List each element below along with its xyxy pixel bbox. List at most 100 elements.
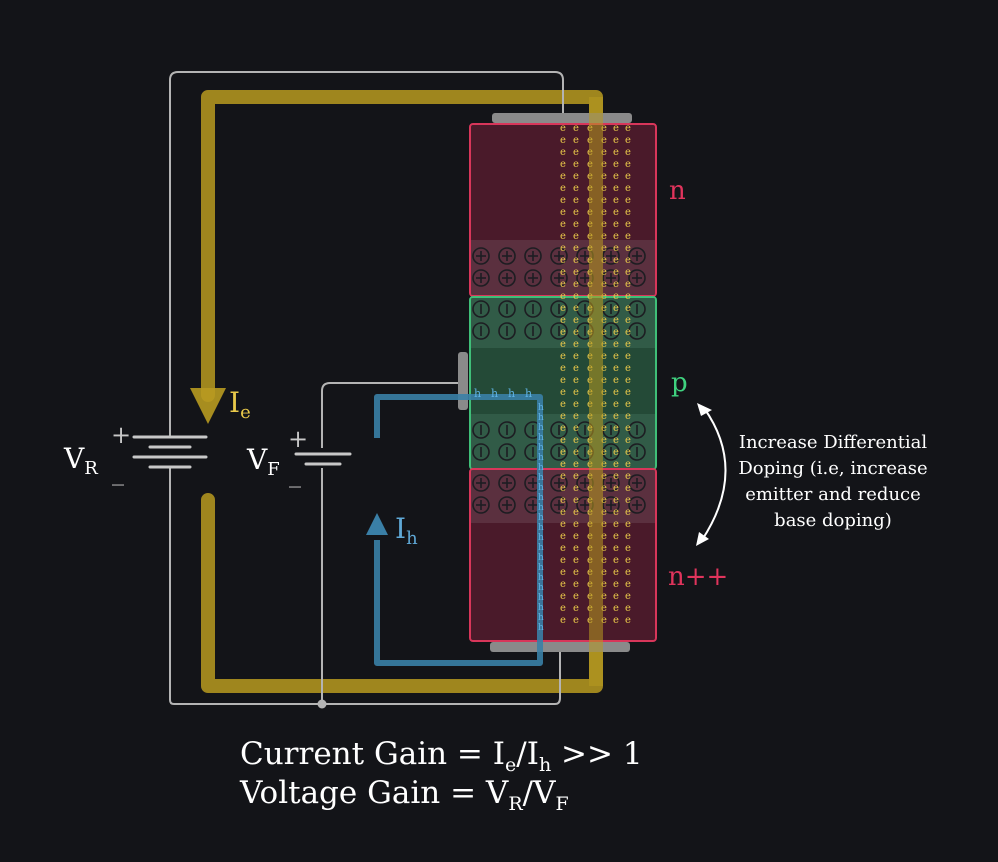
electron: e: [613, 207, 619, 218]
electron: e: [625, 159, 631, 170]
electron: e: [625, 147, 631, 158]
electron: e: [625, 483, 631, 494]
electron: e: [613, 303, 619, 314]
electron: e: [601, 495, 607, 506]
electron: e: [613, 195, 619, 206]
acceptor-ion: [550, 322, 568, 340]
electron: e: [573, 159, 579, 170]
electron: e: [573, 231, 579, 242]
base-current-path: [374, 394, 543, 666]
electron: e: [560, 339, 566, 350]
electron: e: [573, 519, 579, 530]
bottom-contact: [490, 642, 630, 652]
hole: h: [538, 413, 544, 423]
electron: e: [625, 135, 631, 146]
electron: e: [573, 603, 579, 614]
electron: e: [573, 375, 579, 386]
hole: h: [538, 553, 544, 563]
electron: e: [573, 255, 579, 266]
doping-arrowhead-top: [697, 403, 712, 416]
electron: e: [625, 303, 631, 314]
electron: e: [573, 495, 579, 506]
electron: e: [601, 279, 607, 290]
electron: e: [560, 447, 566, 458]
electron: e: [625, 447, 631, 458]
acceptor-ion: [472, 443, 490, 461]
electron: e: [560, 303, 566, 314]
electron: e: [625, 387, 631, 398]
electron: e: [560, 159, 566, 170]
electron: e: [625, 435, 631, 446]
electron: e: [601, 567, 607, 578]
electron: e: [613, 339, 619, 350]
electron: e: [613, 327, 619, 338]
electron: e: [560, 327, 566, 338]
electron: e: [601, 231, 607, 242]
electron: e: [573, 171, 579, 182]
vf-label: VF: [246, 443, 280, 480]
electron: e: [560, 507, 566, 518]
electron: e: [560, 471, 566, 482]
vf-plus: +: [288, 425, 308, 453]
electron: e: [560, 615, 566, 626]
electron: e: [625, 195, 631, 206]
electron: e: [625, 555, 631, 566]
electron: e: [573, 615, 579, 626]
outer-wire-bottom: [169, 467, 561, 705]
hole: h: [538, 403, 544, 413]
base-current-label: Ih: [395, 512, 418, 549]
electron: e: [573, 555, 579, 566]
electron: e: [613, 375, 619, 386]
electron: e: [625, 279, 631, 290]
electron: e: [573, 447, 579, 458]
electron: e: [625, 339, 631, 350]
current-gain-equation: Current Gain = Ie/Ih >> 1: [240, 736, 643, 776]
electron: e: [613, 387, 619, 398]
annotation-line-2: Doping (i.e, increase: [738, 458, 927, 479]
acceptor-ion: [472, 322, 490, 340]
hole: h: [538, 513, 544, 523]
electron: e: [613, 231, 619, 242]
donor-ion: [628, 474, 646, 492]
hole: h: [538, 573, 544, 583]
electron: e: [560, 135, 566, 146]
electron: e: [573, 123, 579, 134]
electron: e: [625, 615, 631, 626]
battery-vf: [294, 452, 352, 466]
electron: e: [625, 543, 631, 554]
doping-arrowhead-bottom: [696, 532, 709, 546]
electron: e: [560, 315, 566, 326]
donor-ion: [524, 269, 542, 287]
acceptor-ion: [628, 443, 646, 461]
donor-ion: [524, 247, 542, 265]
acceptor-ion: [498, 300, 516, 318]
electron: e: [625, 207, 631, 218]
base-current-arrowhead: [366, 513, 388, 535]
electron: e: [613, 603, 619, 614]
electron: e: [625, 243, 631, 254]
wire-junction-dot: [317, 699, 327, 709]
electron: e: [613, 291, 619, 302]
electron: e: [625, 519, 631, 530]
doping-curved-arrow: [701, 407, 727, 541]
electron: e: [613, 447, 619, 458]
electron: e: [560, 291, 566, 302]
hole: h: [538, 463, 544, 473]
vr-minus: _: [112, 458, 124, 486]
electron: e: [613, 543, 619, 554]
electron: e: [573, 219, 579, 230]
electron: e: [601, 303, 607, 314]
electron: e: [613, 399, 619, 410]
electron: e: [613, 171, 619, 182]
donor-ion: [550, 496, 568, 514]
electron: e: [625, 255, 631, 266]
electron: e: [560, 435, 566, 446]
electron: e: [573, 207, 579, 218]
electron: e: [601, 363, 607, 374]
electron: e: [560, 495, 566, 506]
electron: e: [625, 567, 631, 578]
vf-minus: _: [289, 460, 301, 488]
electron: e: [560, 147, 566, 158]
electron: e: [613, 267, 619, 278]
